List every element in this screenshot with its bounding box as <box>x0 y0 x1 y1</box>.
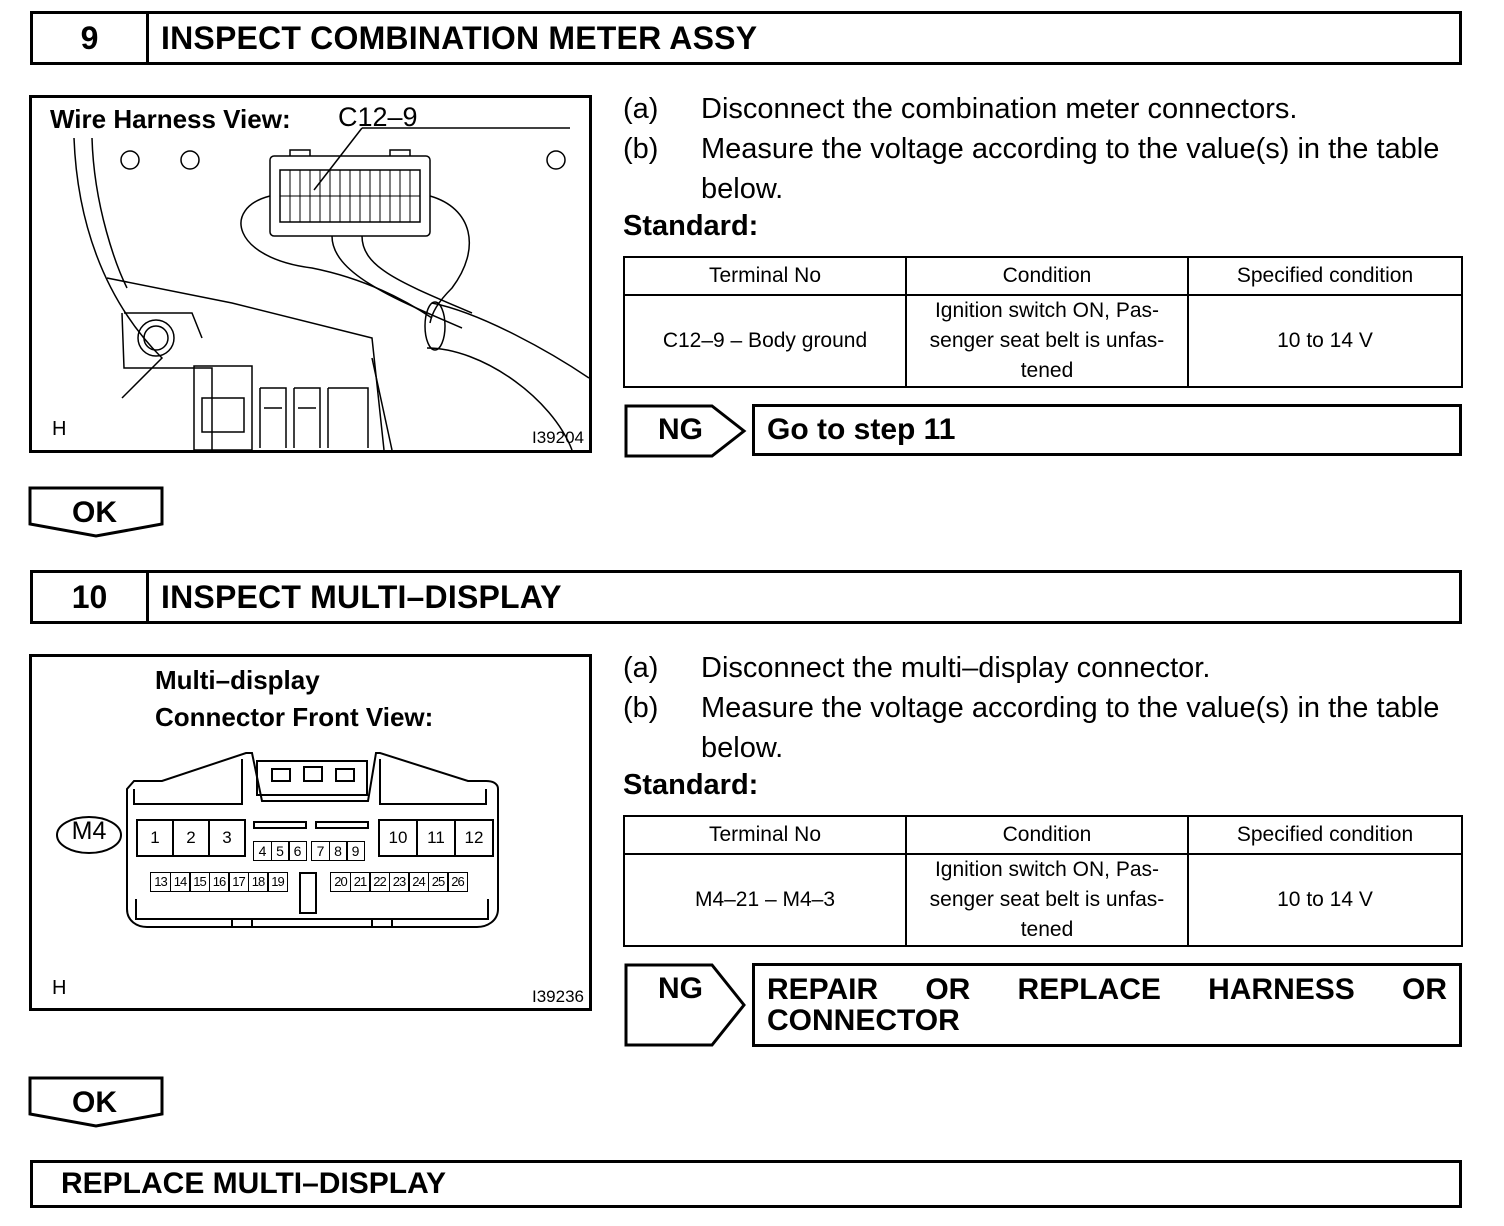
connector-outline <box>126 752 499 928</box>
connector-callout: C12–9 <box>338 102 418 132</box>
pin: 23 <box>388 872 410 892</box>
connector-id: M4 <box>71 817 107 845</box>
instruction-marker: (a) <box>623 652 659 684</box>
figure-code: I39236 <box>532 987 584 1006</box>
pin-row-top-middle: 4 5 6 7 8 9 <box>253 841 365 861</box>
pin-row-bottom-left: 13 14 15 16 17 18 19 <box>150 872 288 892</box>
standard-label: Standard: <box>623 769 759 801</box>
figure-label: Wire Harness View: <box>50 104 291 134</box>
pin: 12 <box>454 819 494 857</box>
wire-harness-figure: Wire Harness View: C12–9 <box>29 95 592 453</box>
instruction-a: (a) Disconnect the combination meter con… <box>623 89 1473 129</box>
value-cell: 10 to 14 V <box>1187 853 1463 947</box>
pin: 19 <box>267 872 288 892</box>
col-header: Condition <box>905 256 1189 296</box>
pin-row-bottom-right: 20 21 22 23 24 25 26 <box>330 872 468 892</box>
ng-result-box: REPAIR OR REPLACE HARNESS OR CONNECTOR <box>752 963 1462 1047</box>
pin: 4 <box>253 841 272 861</box>
spec-table: Terminal No Condition Specified conditio… <box>623 815 1463 947</box>
spec-table: Terminal No Condition Specified conditio… <box>623 256 1463 388</box>
pin: 3 <box>208 819 246 857</box>
pin: 11 <box>416 819 456 857</box>
ng-result-text-line2: CONNECTOR <box>767 1004 960 1037</box>
col-header: Terminal No <box>623 815 907 855</box>
pin: 2 <box>172 819 210 857</box>
instruction-text: Disconnect the multi–display connector. <box>701 652 1211 684</box>
pin: 6 <box>288 841 307 861</box>
step-9-header: 9 INSPECT COMBINATION METER ASSY <box>30 11 1462 65</box>
instruction-marker: (b) <box>623 133 659 165</box>
ok-arrow <box>28 1076 164 1128</box>
value-cell: 10 to 14 V <box>1187 294 1463 388</box>
pin: 9 <box>346 841 365 861</box>
standard-label: Standard: <box>623 210 759 242</box>
pin: 10 <box>378 819 418 857</box>
wire-harness-drawing <box>73 127 589 450</box>
instruction-marker: (a) <box>623 93 659 125</box>
figure-label-line2: Connector Front View: <box>155 702 434 732</box>
instruction-b: (b) Measure the voltage according to the… <box>623 688 1473 768</box>
condition-cell: Ignition switch ON, Pas-senger seat belt… <box>905 294 1189 388</box>
pin: 24 <box>408 872 429 892</box>
connector-front-view-figure: Multi–display Connector Front View: M4 1… <box>29 654 592 1011</box>
instruction-text: Measure the voltage according to the val… <box>701 133 1440 205</box>
pin: 15 <box>189 872 210 892</box>
ng-result-box: Go to step 11 <box>752 404 1462 456</box>
pin: 21 <box>349 872 371 892</box>
pin: 7 <box>311 841 330 861</box>
ok-label: OK <box>72 1086 117 1119</box>
terminal-cell: C12–9 – Body ground <box>623 294 907 388</box>
pin: 22 <box>369 872 390 892</box>
table-row: M4–21 – M4–3 Ignition switch ON, Pas-sen… <box>623 853 1463 947</box>
table-row: C12–9 – Body ground Ignition switch ON, … <box>623 294 1463 388</box>
figure-corner-mark: H <box>52 418 67 440</box>
instruction-a: (a) Disconnect the multi–display connect… <box>623 648 1473 688</box>
ok-label: OK <box>72 496 117 529</box>
pin: 14 <box>169 872 191 892</box>
pin-bar <box>253 821 307 829</box>
connector-id-ellipse <box>56 816 122 854</box>
pin: 5 <box>270 841 290 861</box>
col-header: Specified condition <box>1187 815 1463 855</box>
ok-arrow <box>28 486 164 538</box>
pin: 13 <box>150 872 171 892</box>
final-action-text: REPLACE MULTI–DISPLAY <box>61 1167 447 1200</box>
col-header: Terminal No <box>623 256 907 296</box>
step-title: INSPECT MULTI–DISPLAY <box>161 578 562 615</box>
pin: 16 <box>208 872 230 892</box>
instruction-marker: (b) <box>623 692 659 724</box>
col-header: Specified condition <box>1187 256 1463 296</box>
ng-result-text-line1: REPAIR OR REPLACE HARNESS OR <box>767 973 1447 1006</box>
pin: 1 <box>136 819 174 857</box>
terminal-cell: M4–21 – M4–3 <box>623 853 907 947</box>
step-number: 9 <box>33 14 149 62</box>
pin: 8 <box>328 841 348 861</box>
pin: 20 <box>330 872 351 892</box>
ng-label: NG <box>658 972 703 1005</box>
figure-corner-mark: H <box>52 977 67 999</box>
figure-code: I39204 <box>532 428 584 447</box>
instruction-text: Measure the voltage according to the val… <box>701 692 1440 764</box>
pin: 18 <box>247 872 269 892</box>
pin: 17 <box>228 872 249 892</box>
condition-cell: Ignition switch ON, Pas-senger seat belt… <box>905 853 1189 947</box>
step-10-header: 10 INSPECT MULTI–DISPLAY <box>30 570 1462 624</box>
ng-arrow <box>624 404 747 458</box>
pin: 25 <box>427 872 449 892</box>
col-header: Condition <box>905 815 1189 855</box>
step-number: 10 <box>33 573 149 621</box>
step-title: INSPECT COMBINATION METER ASSY <box>161 19 758 56</box>
pin-row-top-left: 1 2 3 <box>136 819 246 857</box>
pin: 26 <box>447 872 468 892</box>
pin-bar <box>315 821 369 829</box>
instruction-text: Disconnect the combination meter connect… <box>701 93 1298 125</box>
final-action-box: REPLACE MULTI–DISPLAY <box>30 1160 1462 1208</box>
ng-arrow <box>624 963 746 1047</box>
figure-label-line1: Multi–display <box>155 665 320 695</box>
pin-row-top-right: 10 11 12 <box>378 819 494 857</box>
instruction-b: (b) Measure the voltage according to the… <box>623 129 1473 209</box>
ng-label: NG <box>658 413 703 446</box>
ng-result-text: Go to step 11 <box>767 413 956 446</box>
